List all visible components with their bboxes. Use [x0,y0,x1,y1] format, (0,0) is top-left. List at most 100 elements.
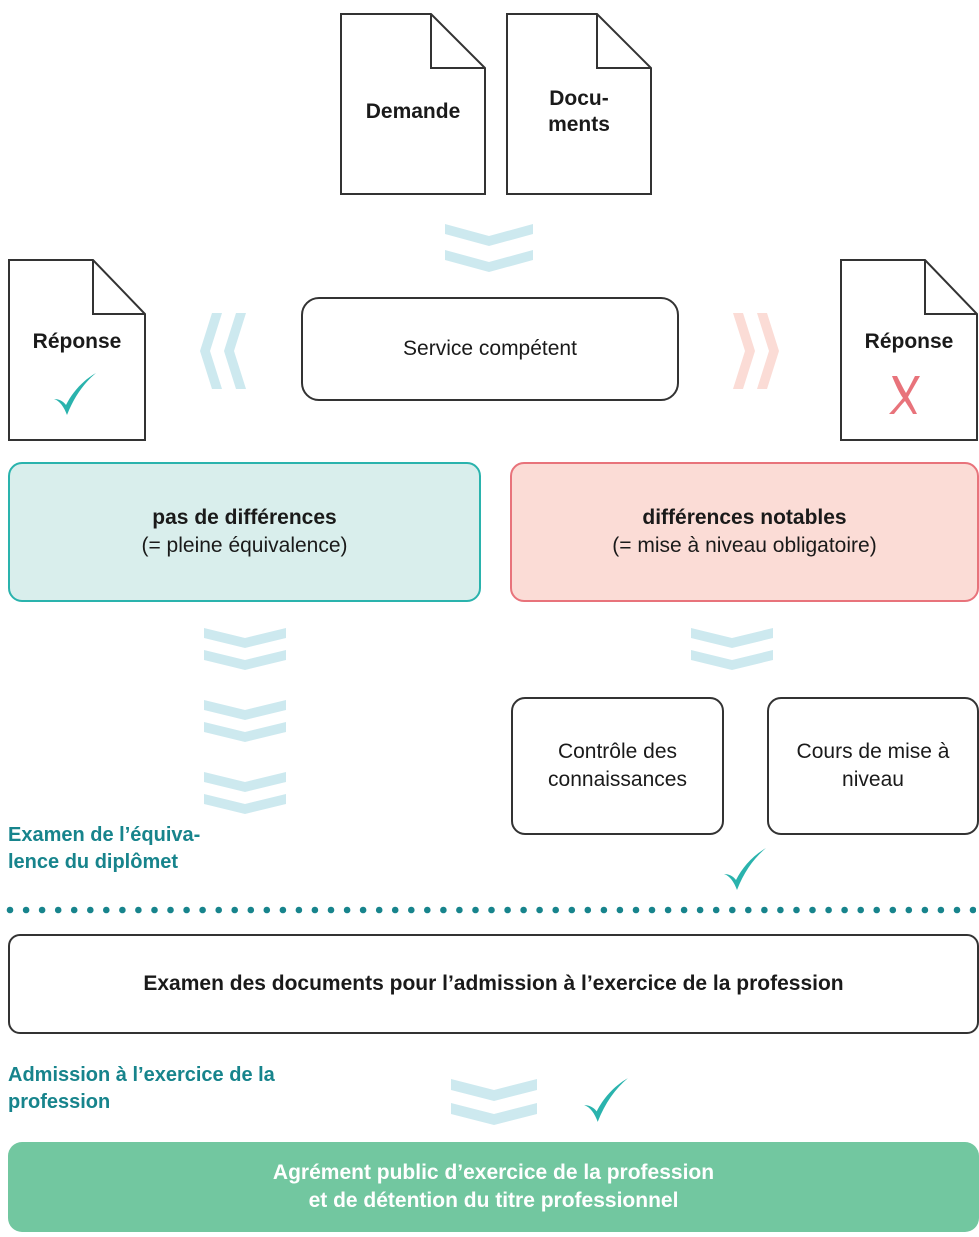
check-icon [54,373,96,415]
separator-dot [969,906,976,914]
separator-dot [279,906,287,914]
response-left-shape [8,259,146,441]
separator-dot [841,906,848,914]
upgrade-course-box: Cours de mise à niveau [767,697,979,835]
final-approval-banner: Agrément public d’exercice de la profess… [8,1142,979,1232]
document-documents-label: Docu- ments [505,86,653,138]
separator-dot [135,906,142,914]
separator-dot [921,906,929,914]
separator-dot [568,906,576,914]
separator-dot [793,906,800,914]
separator-dot [38,906,46,914]
chevron-right-icon [733,313,779,389]
response-left-label: Réponse [32,330,122,353]
service-competent-label: Service compétent [403,337,577,360]
separator-dot [375,906,383,914]
chevron-down-icon [445,224,533,272]
separator-dot [729,906,736,914]
exam-equivalence-label: Examen de l’équiva- lence du diplômet [8,822,308,876]
outcome-no-differences-title: pas de différences [152,506,337,529]
separator-dot [953,906,961,914]
separator-dot [632,906,640,914]
exam-documents-box: Examen des documents pour l’admission à … [8,934,979,1034]
separator-dot [680,906,688,914]
separator-dot [504,906,511,914]
separator-dot [311,906,319,914]
chevron-left-icon [200,313,246,389]
chevron-down-icon [204,772,286,814]
chevron-down-icon [691,628,773,670]
separator-dot [520,906,527,914]
outcome-notable-differences-title: différences notables [642,506,847,529]
admission-label: Admission à l’exercice de la profession [8,1062,388,1116]
separator-dot [536,906,543,914]
separator-dot [745,906,752,914]
separator-dot [6,906,14,914]
check-icon [584,1078,628,1122]
dotted-separator [6,906,976,914]
chevron-down-icon [451,1079,537,1125]
outcome-notable-differences-subtitle: (= mise à niveau obligatoire) [612,534,877,557]
separator-dot [472,906,479,914]
separator-dot [857,906,864,914]
separator-dot [215,906,222,914]
response-right-label: Réponse [864,330,954,353]
separator-dot [456,906,463,914]
separator-dot [22,906,30,914]
service-competent-box: Service compétent [301,297,679,401]
separator-dot [696,906,704,914]
admission-line1: Admission à l’exercice de la [8,1064,275,1086]
chevron-down-icon [204,700,286,742]
separator-dot [648,906,656,914]
response-right-shape [840,259,978,441]
separator-dot [552,906,559,914]
exam-documents-label: Examen des documents pour l’admission à … [143,972,844,995]
outcome-no-differences-subtitle: (= pleine équivalence) [141,534,348,557]
separator-dot [119,906,126,914]
document-documents-line1: Docu- [549,87,609,110]
separator-dot [295,906,303,914]
separator-dot [905,906,913,914]
separator-dot [151,906,158,914]
separator-dot [54,906,62,914]
separator-dot [937,906,945,914]
separator-dot [889,906,897,914]
separator-dot [488,906,495,914]
separator-dot [873,906,880,914]
separator-dot [247,906,255,914]
separator-dot [199,906,206,914]
knowledge-control-line2: connaissances [548,768,687,791]
separator-dot [391,906,399,914]
outcome-notable-differences-box: différences notables (= mise à niveau ob… [510,462,979,602]
separator-dot [359,906,367,914]
separator-dot [343,906,351,914]
admission-line2: profession [8,1091,111,1113]
separator-dot [167,906,174,914]
outcome-no-differences-box: pas de différences (= pleine équivalence… [8,462,481,602]
separator-dot [809,906,816,914]
separator-dot [87,906,94,914]
separator-dot [103,906,110,914]
check-icon [724,848,766,890]
separator-dot [440,906,447,914]
separator-dot [263,906,271,914]
separator-dot [424,906,431,914]
separator-dot [231,906,238,914]
separator-dot [777,906,784,914]
exam-equivalence-line1: Examen de l’équiva- [8,824,201,846]
separator-dot [183,906,190,914]
final-approval-line1: Agrément public d’exercice de la profess… [272,1161,715,1184]
separator-dot [327,906,335,914]
separator-dot [616,906,624,914]
chevron-down-icon [204,628,286,670]
knowledge-control-line1: Contrôle des [557,740,678,763]
document-demande-label: Demande [365,100,461,123]
document-demande-shape [340,13,486,195]
upgrade-course-line2: niveau [842,768,904,791]
exam-equivalence-line2: lence du diplômet [8,851,179,873]
separator-dot [761,906,768,914]
document-documents-shape [506,13,652,195]
separator-dot [600,906,608,914]
separator-dot [584,906,592,914]
separator-dot [70,906,78,914]
